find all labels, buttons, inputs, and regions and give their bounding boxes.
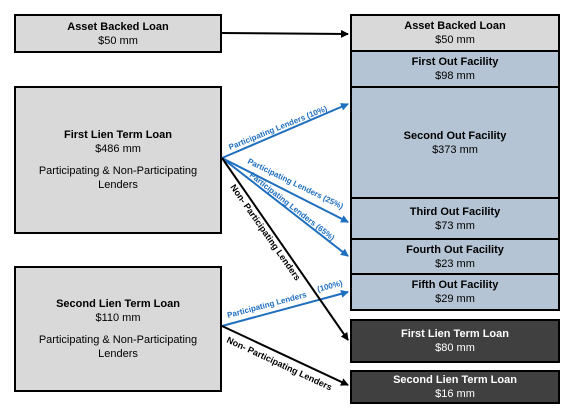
left-abl-amount: $50 mm [98, 34, 138, 47]
non-participating-first-arrow [221, 157, 349, 341]
right-fifth-out-box: Fifth Out Facility $29 mm [350, 273, 560, 311]
right-first-lien-amount: $80 mm [435, 342, 475, 354]
left-first-lien-note: Participating & Non-Participating Lender… [38, 165, 198, 191]
right-fifth-out-amount: $29 mm [435, 293, 475, 305]
left-second-lien-title: Second Lien Term Loan [56, 298, 180, 310]
label-participating-10: Participating Lenders (10%) [227, 104, 328, 152]
right-first-out-title: First Out Facility [411, 56, 499, 68]
right-second-lien-amount: $16 mm [435, 388, 475, 400]
right-second-out-amount: $373 mm [432, 143, 478, 156]
left-abl-title: Asset Backed Loan [67, 20, 169, 33]
right-first-lien-box: First Lien Term Loan $80 mm [350, 319, 560, 363]
label-participating-100b: (100%) [316, 278, 344, 293]
right-second-out-title: Second Out Facility [403, 129, 507, 142]
right-third-out-title: Third Out Facility [409, 205, 501, 218]
label-non-participating-first: Non- Participating Lenders [228, 182, 302, 282]
right-third-out-amount: $73 mm [435, 219, 475, 232]
participating-10-arrow [221, 103, 349, 159]
left-second-lien-amount: $110 mm [95, 312, 141, 324]
non-participating-second-arrow [221, 325, 349, 386]
label-participating-100a: Participating Lenders [226, 290, 308, 320]
participating-65-arrow [221, 157, 349, 257]
left-first-lien-amount: $486 mm [95, 143, 141, 155]
left-second-lien-note: Participating & Non-Participating Lender… [38, 334, 198, 360]
participating-25-arrow [221, 157, 349, 223]
right-first-lien-title: First Lien Term Loan [401, 328, 509, 340]
right-abl-amount: $50 mm [435, 34, 475, 46]
label-non-participating-second: Non- Participating Lenders [225, 335, 333, 393]
left-first-lien-title: First Lien Term Loan [64, 129, 172, 141]
right-second-out-box: Second Out Facility $373 mm [350, 86, 560, 199]
right-second-lien-box: Second Lien Term Loan $16 mm [350, 370, 560, 404]
left-second-lien-box: Second Lien Term Loan $110 mm Participat… [14, 266, 222, 392]
left-abl-box: Asset Backed Loan $50 mm [14, 14, 222, 53]
participating-100-arrow [221, 289, 349, 327]
left-first-lien-box: First Lien Term Loan $486 mm Participati… [14, 86, 222, 234]
abl-arrow [221, 29, 349, 38]
right-fifth-out-title: Fifth Out Facility [411, 279, 499, 291]
right-first-out-amount: $98 mm [435, 70, 475, 82]
right-abl-title: Asset Backed Loan [404, 20, 506, 32]
right-fourth-out-amount: $23 mm [435, 257, 475, 270]
right-fourth-out-title: Fourth Out Facility [406, 243, 504, 256]
right-second-lien-title: Second Lien Term Loan [393, 374, 517, 386]
